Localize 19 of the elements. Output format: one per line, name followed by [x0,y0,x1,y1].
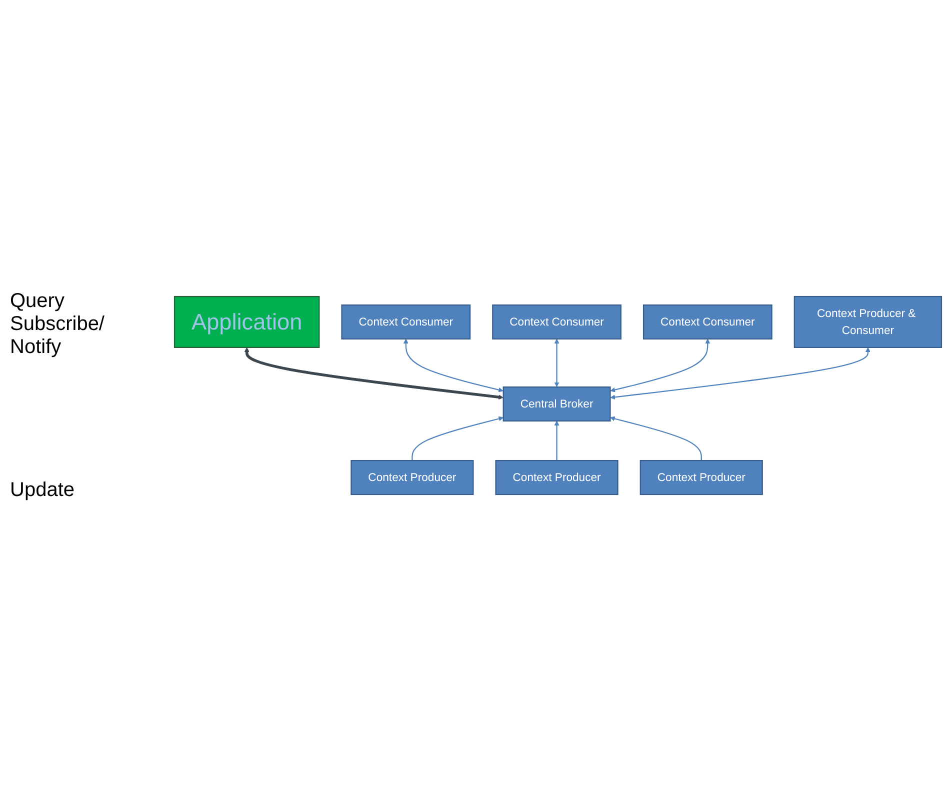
arrow [554,420,560,461]
node-box: Context Producer [350,460,474,496]
node-box: Context Producer [640,460,763,496]
annotation-text: Query Subscribe/ Notify [10,290,106,358]
node-box: Context Producer & Consumer [794,296,942,348]
arrow [610,416,702,461]
arrow [412,416,504,461]
node-box: Context Producer [495,460,618,496]
arrow [610,338,710,392]
arrow [244,347,504,400]
node-box: Context Consumer [341,304,471,340]
arrow [403,338,504,392]
node-box: Application [174,296,320,348]
node-box: Context Consumer [642,304,772,340]
arrow [610,347,870,400]
annotation-text: Update [10,478,76,502]
arrow [554,338,560,387]
node-box: Context Consumer [492,304,622,340]
node-box: Central Broker [502,386,611,422]
